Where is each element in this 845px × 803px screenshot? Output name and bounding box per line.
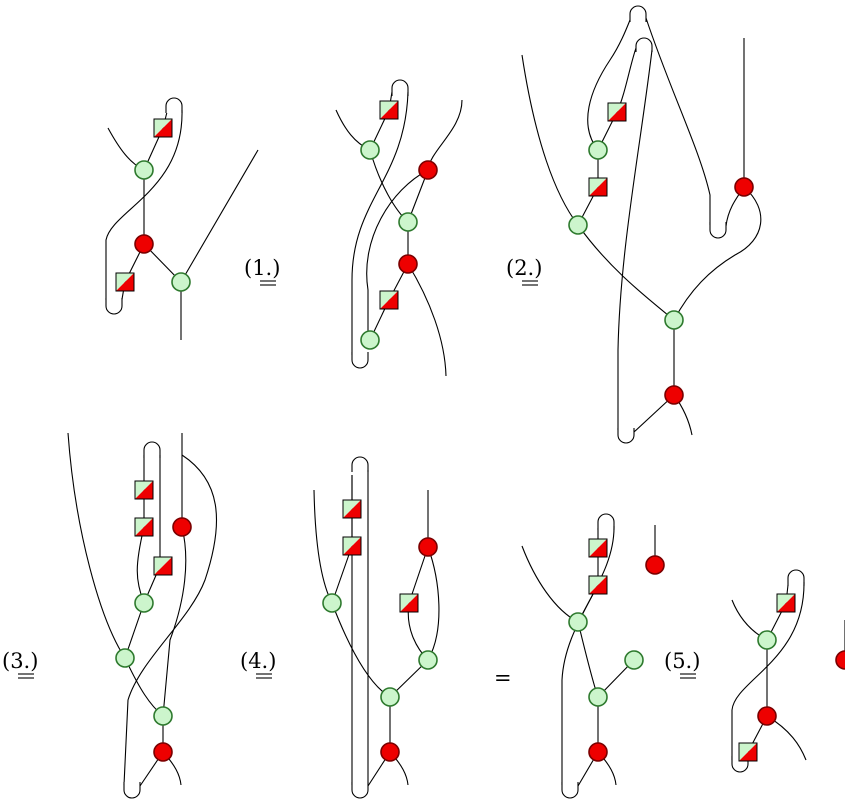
green-spider	[568, 215, 588, 235]
hadamard-box	[379, 290, 399, 310]
red-spider	[398, 254, 418, 274]
green-spider	[588, 687, 608, 707]
diagram-e	[313, 456, 440, 799]
step-4-text: (4.)	[240, 649, 276, 673]
green-spider	[568, 612, 588, 632]
green-spider	[153, 706, 173, 726]
hadamard-box	[134, 480, 154, 500]
step-label-3: (3.)	[2, 649, 38, 679]
hadamard-box	[153, 556, 173, 576]
equals-sign: =	[494, 666, 512, 690]
red-spider	[134, 234, 154, 254]
green-spider	[398, 212, 418, 232]
green-spider	[588, 140, 608, 160]
green-spider	[360, 140, 380, 160]
step-1-text: (1.)	[244, 256, 280, 280]
equals-text: =	[494, 666, 512, 690]
hadamard-box	[342, 536, 362, 556]
green-spider	[418, 650, 438, 670]
hadamard-box	[115, 272, 135, 292]
green-spider	[360, 330, 380, 350]
red-spider	[588, 742, 608, 762]
red-spider	[153, 742, 173, 762]
hadamard-box	[342, 499, 362, 519]
hadamard-box	[776, 593, 796, 613]
diagram-a	[105, 97, 259, 340]
green-spider	[380, 687, 400, 707]
diagram-c	[521, 5, 762, 444]
red-spider	[418, 160, 438, 180]
step-label-4: (4.)	[240, 649, 276, 679]
hadamard-box	[588, 177, 608, 197]
red-spider	[645, 555, 665, 575]
red-spider	[835, 650, 845, 670]
hadamard-box	[607, 102, 627, 122]
step-label-5: (5.)	[664, 649, 700, 679]
diagram-d	[67, 432, 218, 799]
hadamard-box	[738, 742, 758, 762]
diagram-b	[335, 79, 463, 377]
red-spider	[418, 537, 438, 557]
step-3-text: (3.)	[2, 649, 38, 673]
step-label-2: (2.)	[506, 256, 542, 286]
step-5-text: (5.)	[664, 649, 700, 673]
hadamard-box	[588, 575, 608, 595]
red-spider	[734, 177, 754, 197]
green-spider	[322, 593, 342, 613]
hadamard-box	[379, 100, 399, 120]
step-2-text: (2.)	[506, 256, 542, 280]
red-spider	[757, 706, 777, 726]
red-spider	[172, 517, 192, 537]
hadamard-box	[153, 118, 173, 138]
red-spider	[380, 742, 400, 762]
green-spider	[757, 630, 777, 650]
hadamard-box	[399, 593, 419, 613]
green-spider	[664, 310, 684, 330]
green-spider	[171, 272, 191, 292]
hadamard-box	[588, 538, 608, 558]
green-spider	[115, 648, 135, 668]
green-spider	[134, 160, 154, 180]
red-spider	[664, 385, 684, 405]
green-spider	[624, 650, 644, 670]
green-spider	[134, 593, 154, 613]
diagram-f	[521, 513, 665, 799]
step-label-1: (1.)	[244, 256, 280, 286]
hadamard-box	[134, 517, 154, 537]
diagram-g	[731, 569, 845, 773]
